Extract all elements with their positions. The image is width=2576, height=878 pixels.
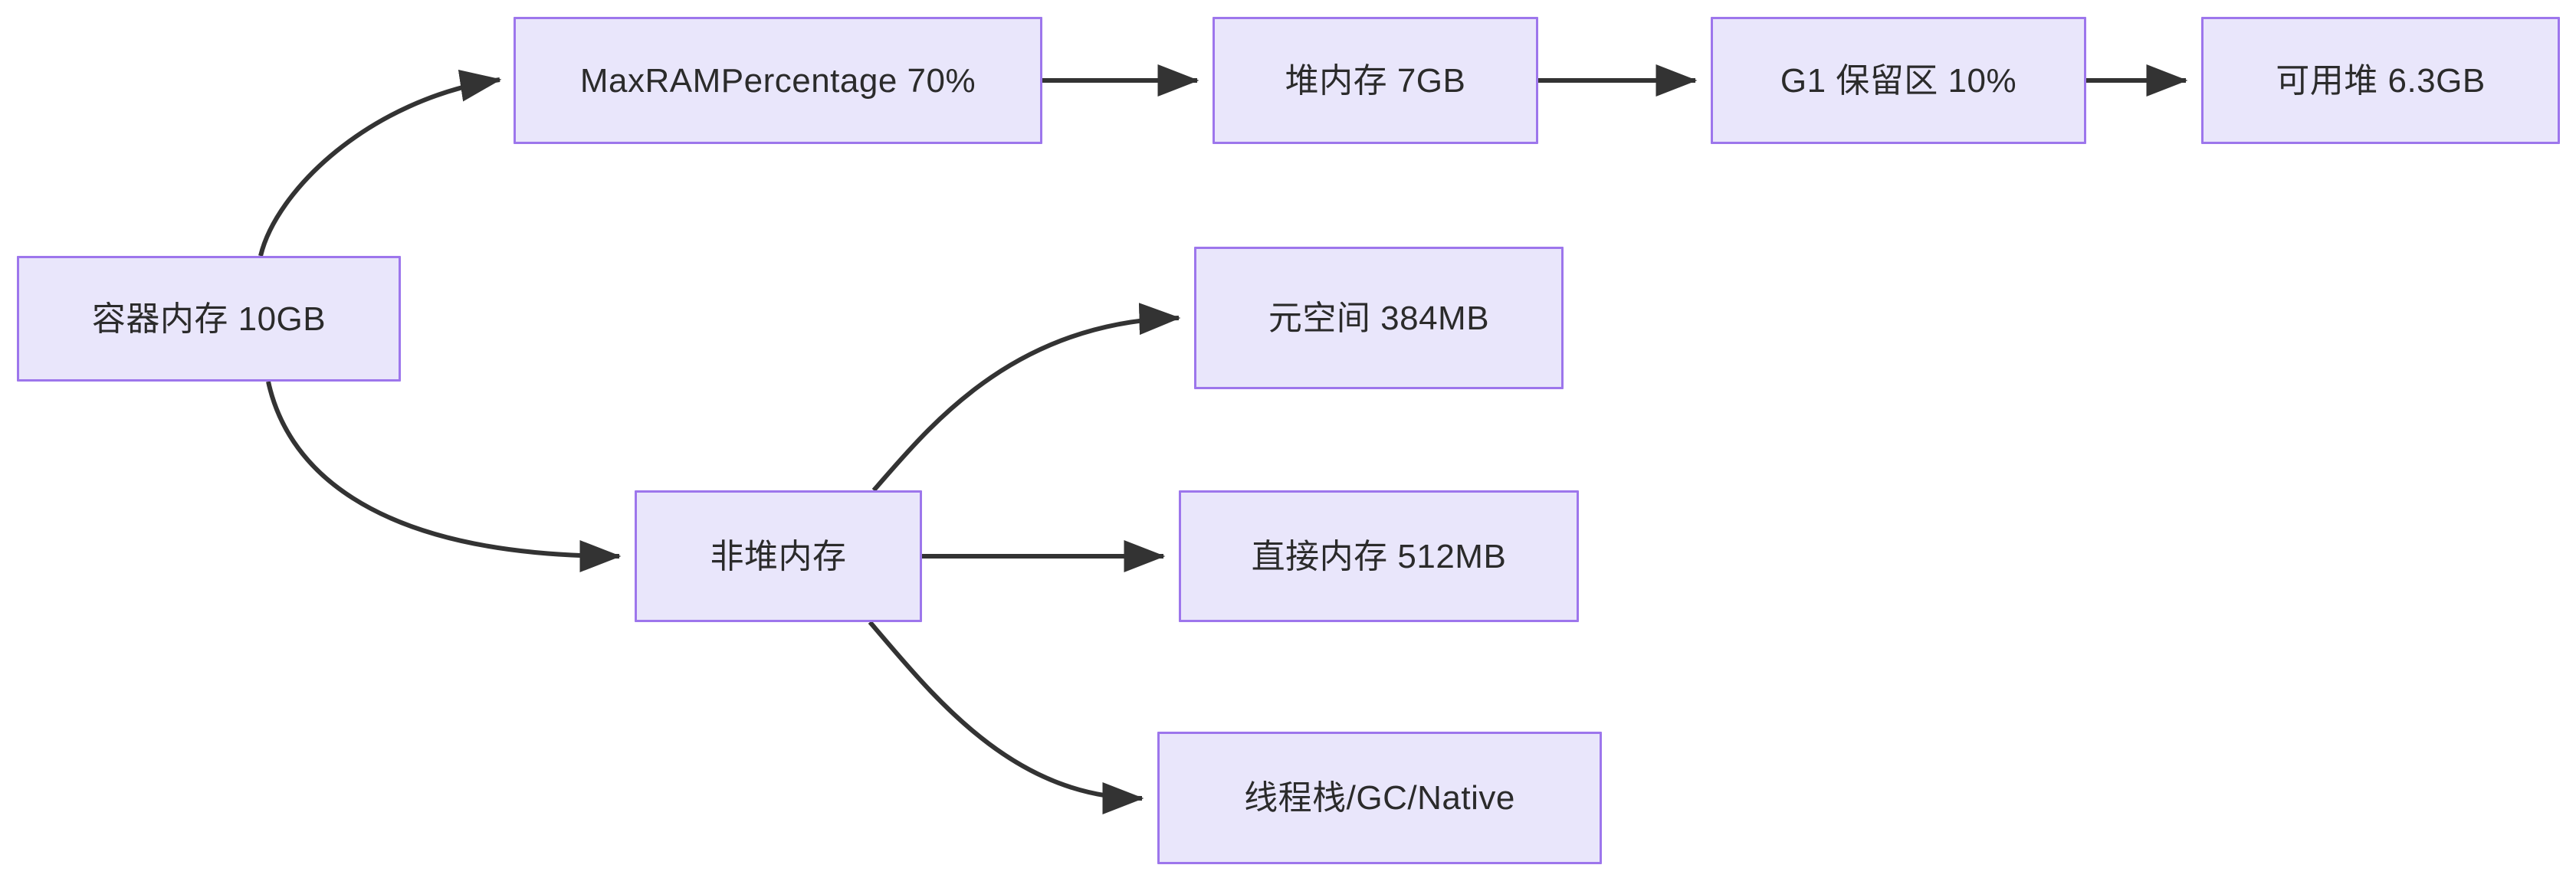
node-container-memory[interactable]: 容器内存 10GB (17, 256, 401, 382)
node-non-heap[interactable]: 非堆内存 (635, 490, 922, 622)
node-g1-reserve-label: G1 保留区 10% (1780, 61, 2017, 100)
edge-non-heap-to-metaspace (871, 303, 1181, 492)
node-metaspace[interactable]: 元空间 384MB (1194, 247, 1564, 389)
edge-non-heap-to-thread-stack-gc-native (868, 621, 1144, 814)
node-heap-label: 堆内存 7GB (1285, 61, 1466, 100)
node-thread-stack-gc-native[interactable]: 线程栈/GC/Native (1157, 732, 1602, 864)
node-thread-stack-gc-native-label: 线程栈/GC/Native (1244, 779, 1515, 817)
node-direct-memory-label: 直接内存 512MB (1251, 537, 1507, 575)
node-heap[interactable]: 堆内存 7GB (1213, 17, 1538, 144)
node-g1-reserve[interactable]: G1 保留区 10% (1711, 17, 2086, 144)
edge-container-memory-to-non-heap (266, 381, 622, 572)
node-usable-heap-label: 可用堆 6.3GB (2276, 61, 2486, 100)
edge-container-memory-to-maxrampercentage (258, 69, 502, 257)
node-usable-heap[interactable]: 可用堆 6.3GB (2201, 17, 2560, 144)
node-maxrampercentage[interactable]: MaxRAMPercentage 70% (514, 17, 1042, 144)
node-container-memory-label: 容器内存 10GB (91, 300, 327, 338)
node-maxrampercentage-label: MaxRAMPercentage 70% (579, 61, 976, 100)
node-non-heap-label: 非堆内存 (710, 537, 847, 575)
node-metaspace-label: 元空间 384MB (1268, 299, 1490, 337)
node-direct-memory[interactable]: 直接内存 512MB (1179, 490, 1579, 622)
